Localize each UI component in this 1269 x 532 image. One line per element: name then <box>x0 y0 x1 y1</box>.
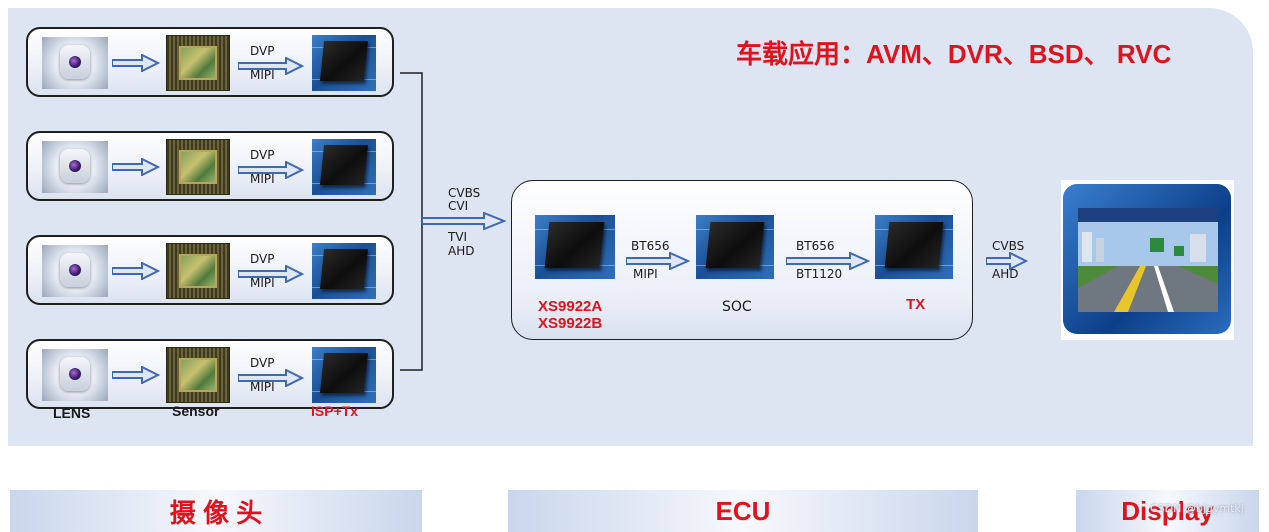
soc-label: SOC <box>722 299 752 315</box>
footer-display-label: Display <box>1121 495 1214 526</box>
application-title: 车载应用：AVM、DVR、BSD、 RVC <box>736 39 1172 69</box>
isp-tx-chip <box>312 35 376 91</box>
footer-ecu-label: ECU <box>715 495 771 526</box>
isp-tx-chip <box>312 347 376 403</box>
proto-bottom: MIPI <box>250 172 275 186</box>
xs9922a-label: XS9922A <box>538 298 603 315</box>
camera-row: DVP MIPI <box>26 131 394 201</box>
camera-row: DVP MIPI <box>26 235 394 305</box>
proto-bottom: MIPI <box>250 68 275 82</box>
isp-tx-chip <box>312 243 376 299</box>
link-label-cvi: CVI <box>448 199 469 213</box>
proto-top: DVP <box>250 356 275 370</box>
tx-label: TX <box>906 296 926 313</box>
proto-top: DVP <box>250 148 275 162</box>
camera-row: DVP MIPI <box>26 339 394 409</box>
ecu-link1-top: BT656 <box>631 239 670 253</box>
link-label-ahd: AHD <box>448 244 475 258</box>
display-device <box>1061 180 1234 340</box>
sensor-image <box>166 139 230 195</box>
sensor-image <box>166 35 230 91</box>
footer-ecu: ECU <box>508 490 978 532</box>
xs9922-chip <box>535 215 615 279</box>
lens-image <box>42 37 108 89</box>
footer-display: Display <box>1076 490 1259 532</box>
footer-camera-label: 摄 像 头 <box>169 497 263 528</box>
proto-top: DVP <box>250 44 275 58</box>
sensor-label: Sensor <box>172 403 220 419</box>
arrow-sensor-to-isp <box>238 369 305 387</box>
ecu-link1-bottom: MIPI <box>633 267 658 281</box>
arrow-sensor-to-isp <box>238 161 305 179</box>
lens-image <box>42 245 108 297</box>
link-label-cvbs: CVBS <box>448 186 481 200</box>
display-screen <box>1078 208 1218 312</box>
camera-row: DVP MIPI <box>26 27 394 97</box>
arrow-sensor-to-isp <box>238 265 305 283</box>
arrow-soc-to-tx <box>786 252 871 270</box>
lens-label: LENS <box>53 405 91 421</box>
ecu-link2-bottom: BT1120 <box>796 267 843 281</box>
arrow-lens-to-sensor <box>112 366 161 384</box>
proto-top: DVP <box>250 252 275 266</box>
link-label-tvi: TVI <box>448 230 468 244</box>
arrow-to-ecu <box>422 212 507 230</box>
arrow-lens-to-sensor <box>112 262 161 280</box>
arrow-lens-to-sensor <box>112 54 161 72</box>
proto-bottom: MIPI <box>250 380 275 394</box>
isp-tx-label: ISP+Tx <box>311 403 359 419</box>
display-link-ahd: AHD <box>992 267 1019 281</box>
lens-image <box>42 349 108 401</box>
arrow-to-display <box>986 252 1029 270</box>
sensor-image <box>166 347 230 403</box>
arrow-sensor-to-isp <box>238 57 305 75</box>
sensor-image <box>166 243 230 299</box>
tx-chip <box>875 215 953 279</box>
lens-image <box>42 141 108 193</box>
footer-camera: 摄 像 头 <box>10 490 422 532</box>
isp-tx-chip <box>312 139 376 195</box>
arrow-lens-to-sensor <box>112 158 161 176</box>
arrow-xs9922-to-soc <box>626 252 691 270</box>
proto-bottom: MIPI <box>250 276 275 290</box>
xs9922b-label: XS9922B <box>538 315 603 332</box>
watermark: CSDN @bjgymtkj <box>1150 502 1244 515</box>
ecu-link2-top: BT656 <box>796 239 835 253</box>
soc-chip <box>696 215 774 279</box>
display-link-cvbs: CVBS <box>992 239 1025 253</box>
